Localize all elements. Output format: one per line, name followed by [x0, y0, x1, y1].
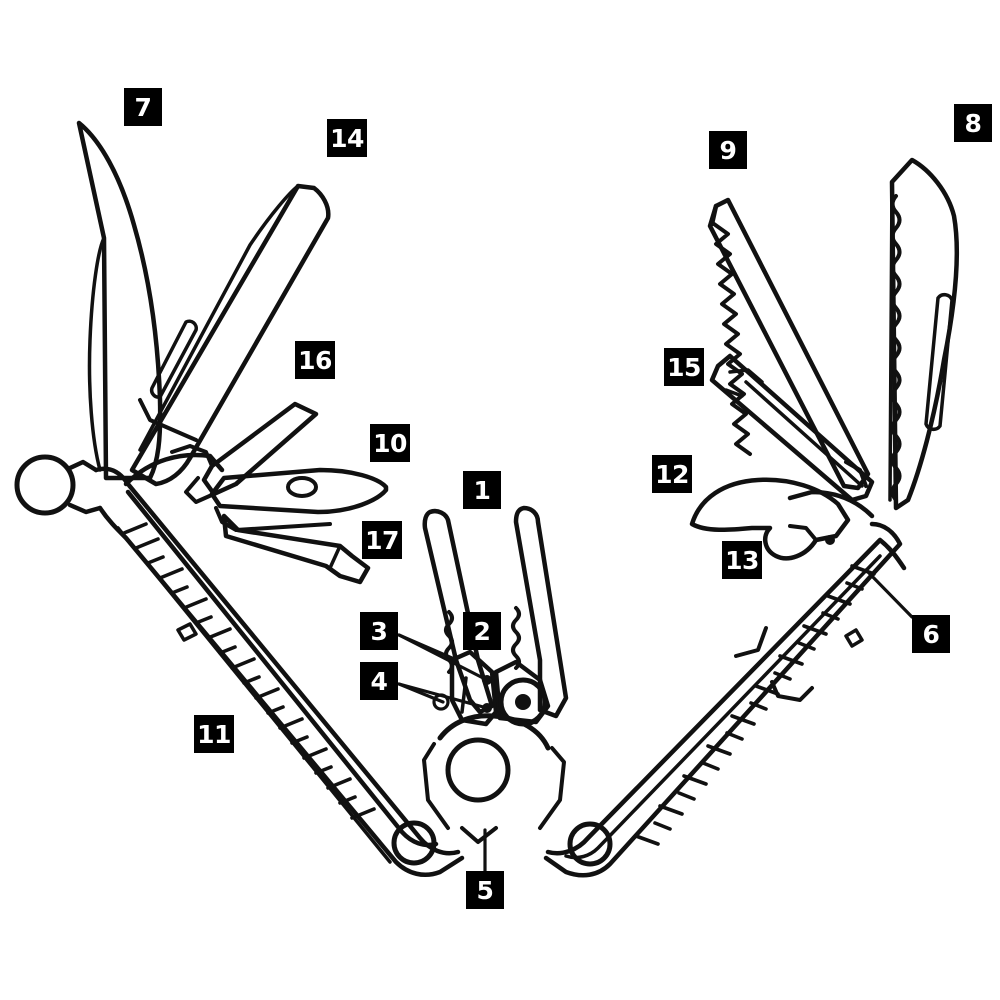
callout-badge-7[interactable]: 7	[124, 88, 162, 126]
right-handle-ruler-ticks	[634, 564, 876, 846]
callout-badge-17[interactable]: 17	[362, 521, 402, 559]
callout-badge-14[interactable]: 14	[327, 119, 367, 157]
wire-stripper-notch	[460, 826, 498, 844]
callout-badge-16[interactable]: 16	[295, 341, 335, 379]
large-screwdriver	[221, 513, 371, 585]
left-head-joint	[123, 452, 225, 487]
pliers-pivot-inner	[515, 694, 531, 710]
serrated-knife-blade	[888, 157, 960, 511]
blade-serrations	[890, 194, 902, 502]
callout-badge-1[interactable]: 1	[463, 471, 501, 509]
lanyard-ring-icon	[14, 454, 76, 516]
left-handle	[14, 454, 465, 877]
callout-badge-4[interactable]: 4	[360, 662, 398, 700]
hard-wire-cutter-dot	[482, 675, 492, 685]
knife-blade	[76, 120, 163, 481]
left-handle-hole	[391, 820, 437, 866]
callout-badge-10[interactable]: 10	[370, 424, 410, 462]
scissors	[170, 444, 389, 532]
callout-badge-15[interactable]: 15	[664, 348, 704, 386]
callout-badge-3[interactable]: 3	[360, 612, 398, 650]
tool-spine	[138, 398, 198, 442]
scissors-pivot	[286, 476, 318, 498]
opener-rivet	[825, 535, 835, 545]
saw-teeth	[712, 222, 752, 456]
callout-badge-11[interactable]: 11	[194, 715, 234, 753]
right-head-joint	[787, 489, 875, 519]
callout-badge-8[interactable]: 8	[954, 104, 992, 142]
can-bottle-opener	[689, 477, 851, 561]
left-handle-ruler-ticks	[122, 522, 376, 820]
callout-badge-9[interactable]: 9	[709, 131, 747, 169]
serrated-blade	[129, 183, 331, 487]
callout-badge-6[interactable]: 6	[912, 615, 950, 653]
callout-badge-5[interactable]: 5	[466, 871, 504, 909]
right-handle	[543, 521, 907, 878]
pliers-head	[422, 505, 569, 844]
right-handle-hole	[567, 821, 613, 867]
wire-cutter-dot	[482, 703, 492, 713]
pliers-head-hole	[445, 737, 511, 803]
diamond-file	[709, 353, 875, 503]
callout-badge-12[interactable]: 12	[652, 455, 692, 493]
saw	[707, 197, 871, 491]
callout-badge-13[interactable]: 13	[722, 541, 762, 579]
callout-badge-2[interactable]: 2	[463, 612, 501, 650]
